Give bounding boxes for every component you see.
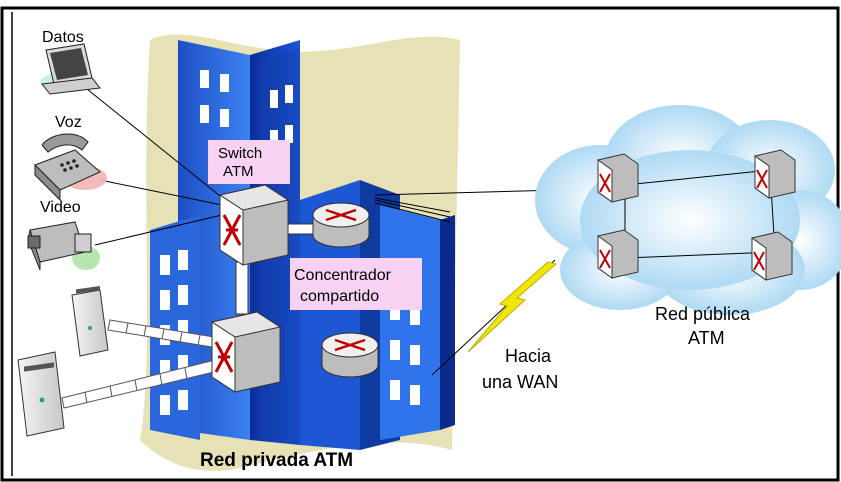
server-cables: [61, 319, 221, 409]
atm-switch-icon: [210, 311, 282, 393]
label-hacia-line1: Hacia: [505, 346, 552, 366]
label-hacia-line2: una WAN: [482, 372, 558, 392]
public-atm-switch-icon: [597, 229, 639, 279]
label-datos: Datos: [42, 29, 84, 46]
laptop-icon: [40, 43, 101, 95]
label-video: Video: [40, 199, 81, 216]
label-concentrador-line2: compartido: [300, 288, 379, 305]
telephone-icon: [34, 133, 107, 202]
label-switch-line1: Switch: [218, 145, 262, 162]
switch-label-box: [208, 140, 290, 184]
wan-lightning-icon: [467, 261, 558, 353]
label-concentrador-line1: Concentrador: [294, 267, 392, 284]
public-atm-switch-icon: [754, 149, 796, 199]
label-red-privada: Red privada ATM: [200, 450, 353, 471]
router-icon: [312, 202, 370, 248]
label-switch-line2: ATM: [223, 163, 254, 180]
label-red-publica-line1: Red pública: [655, 304, 751, 324]
public-atm-switch-icon: [751, 231, 793, 281]
label-voz: Voz: [55, 114, 82, 131]
server-icon: [71, 285, 109, 357]
switch-link: [235, 261, 249, 315]
server-icon: [17, 351, 65, 437]
label-red-publica-line2: ATM: [688, 328, 725, 348]
atm-switch-icon: [218, 184, 290, 266]
public-atm-switch-icon: [597, 153, 639, 203]
camcorder-icon: [27, 221, 100, 271]
concentrador-label-box: [290, 258, 422, 310]
router-icon: [321, 332, 379, 378]
